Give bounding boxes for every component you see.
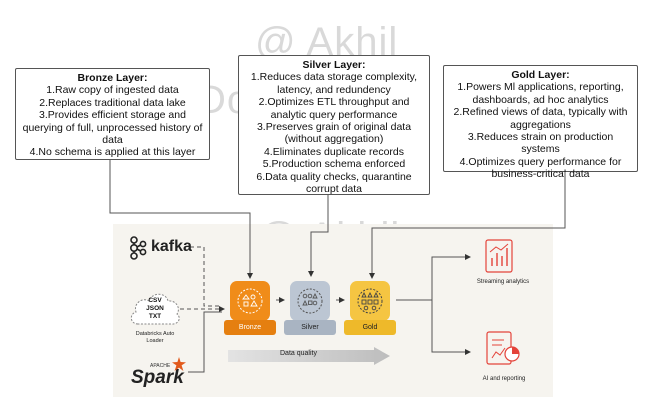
silver-item: 6.Data quality checks, quarantine corrup… (256, 170, 412, 196)
kafka-label: kafka (151, 238, 192, 255)
streaming-analytics-icon (482, 238, 516, 274)
spark-label: Spark (131, 367, 184, 388)
gold-layer-node (350, 281, 390, 321)
silver-layer-box: Silver Layer: 1.Reduces data storage com… (238, 55, 430, 195)
gold-layer-box: Gold Layer: 1.Powers Ml applications, re… (443, 65, 638, 180)
data-quality-arrow (228, 347, 390, 365)
bronze-layer-title: Bronze Layer: (77, 72, 148, 84)
file-format-txt: TXT (148, 313, 162, 320)
silver-shapes-icon (297, 288, 323, 314)
silver-item: 2.Optimizes ETL throughput and analytic … (258, 96, 410, 121)
gold-item: 3.Reduces strain on production systems (467, 131, 614, 156)
cloud-icon (128, 288, 182, 330)
ai-reporting-label: AI and reporting (482, 376, 526, 382)
file-format-csv: CSV (148, 297, 162, 304)
bronze-shapes-icon (237, 288, 263, 314)
silver-caption: Silver (284, 320, 336, 335)
silver-layer-title: Silver Layer: (302, 59, 366, 71)
streaming-analytics-label: Streaming analytics (476, 279, 530, 285)
gold-shapes-icon (357, 288, 383, 314)
bronze-caption: Bronze (224, 320, 276, 335)
gold-layer-title: Gold Layer: (511, 69, 570, 81)
silver-item: 3.Preserves grain of original data (with… (256, 121, 412, 146)
auto-loader-label: Databricks Auto Loader (135, 331, 175, 344)
silver-item: 1.Reduces data storage complexity, laten… (250, 71, 418, 96)
pipeline-panel (113, 224, 553, 397)
gold-caption: Gold (344, 320, 396, 335)
bronze-item: 3.Provides efficient storage and queryin… (22, 109, 203, 147)
gold-item: 2.Refined views of data, typically with … (453, 106, 628, 131)
kafka-icon (128, 236, 148, 260)
gold-item: 1.Powers Ml applications, reporting, das… (457, 81, 624, 106)
bronze-layer-node (230, 281, 270, 321)
silver-item: 5.Production schema enforced (262, 158, 406, 171)
silver-layer-node (290, 281, 330, 321)
bronze-item: 2.Replaces traditional data lake (39, 96, 186, 109)
file-format-json: JSON (146, 305, 164, 312)
spark-star-icon (172, 357, 186, 371)
bronze-item: 1.Raw copy of ingested data (46, 84, 179, 97)
bronze-item: 4.No schema is applied at this layer (29, 146, 196, 159)
spark-apache-label: APACHE (150, 363, 171, 369)
bronze-layer-box: Bronze Layer: 1.Raw copy of ingested dat… (15, 68, 210, 160)
silver-item: 4.Eliminates duplicate records (263, 145, 405, 158)
ai-reporting-icon (484, 330, 522, 368)
data-quality-label: Data quality (280, 350, 317, 357)
